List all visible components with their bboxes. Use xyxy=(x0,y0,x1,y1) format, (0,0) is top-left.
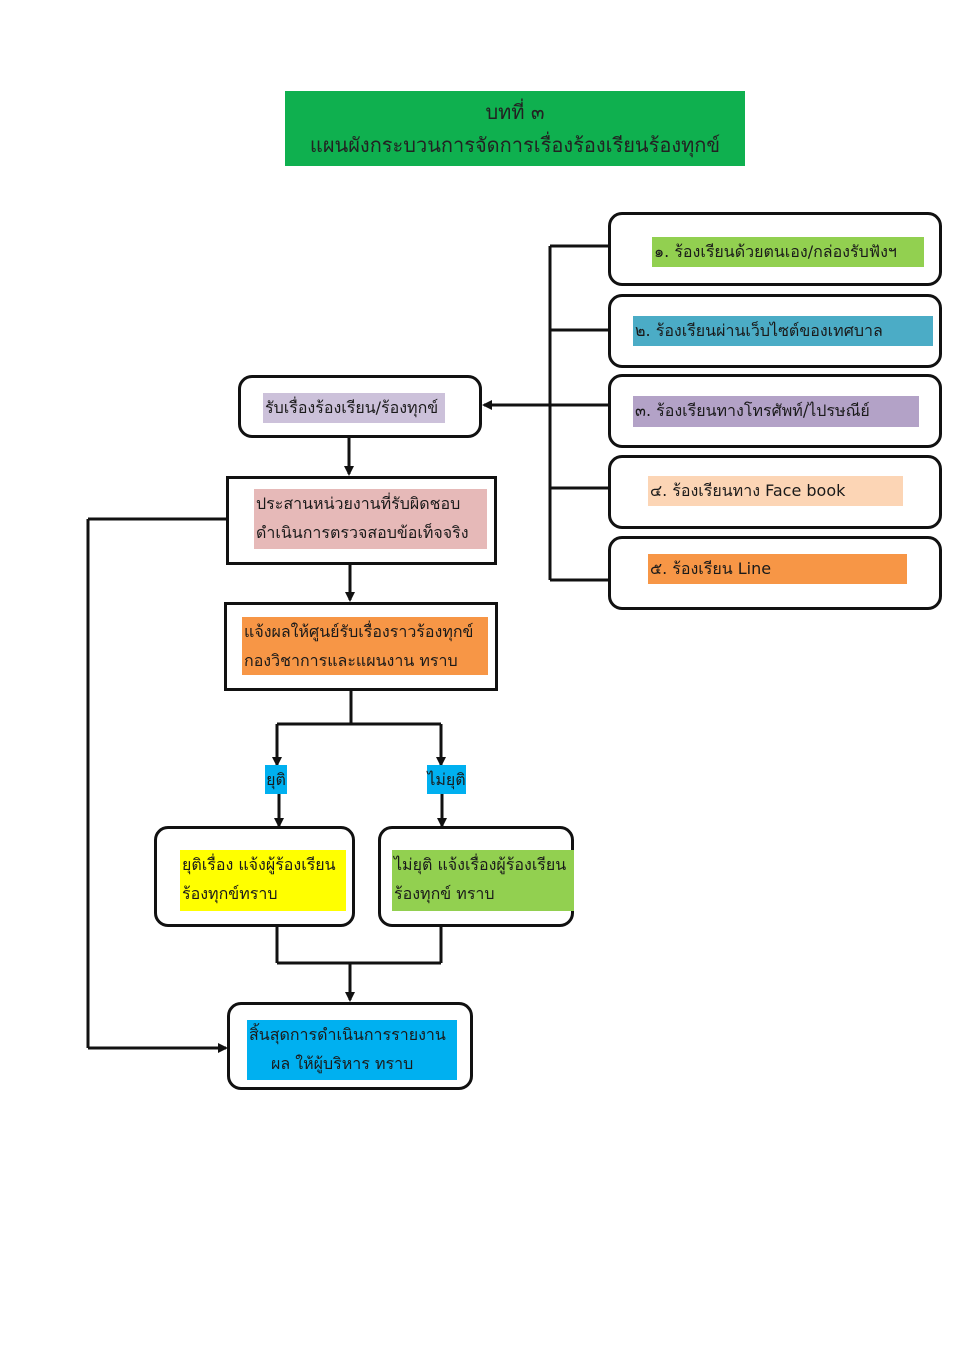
channel-box-4: ๔. ร้องเรียนทาง Face book xyxy=(608,455,942,529)
coordinate-line-1: ประสานหน่วยงานที่รับผิดชอบ xyxy=(256,494,461,513)
branch-label-resolved: ยุติ xyxy=(265,765,287,794)
channel-label-2: ๒. ร้องเรียนผ่านเว็บไซต์ของเทศบาล xyxy=(633,316,933,346)
channel-box-3: ๓. ร้องเรียนทางโทรศัพท์/ไปรษณีย์ xyxy=(608,374,942,448)
channel-label-5: ๕. ร้องเรียน Line xyxy=(648,554,907,584)
notify-center-box: แจ้งผลให้ศูนย์รับเรื่องราวร้องทุกข์ กองว… xyxy=(224,602,498,691)
resolved-line-2: ร้องทุกข์ทราบ xyxy=(182,884,278,903)
resolved-notify-box: ยุติเรื่อง แจ้งผู้ร้องเรียน ร้องทุกข์ทรา… xyxy=(154,826,355,927)
unresolved-line-1: ไม่ยุติ แจ้งเรื่องผู้ร้องเรียน xyxy=(394,855,567,874)
chart-title: แผนผังกระบวนการจัดการเรื่องร้องเรียนร้อง… xyxy=(309,132,721,157)
resolved-notify-label: ยุติเรื่อง แจ้งผู้ร้องเรียน ร้องทุกข์ทรา… xyxy=(180,850,346,911)
channel-box-1: ๑. ร้องเรียนด้วยตนเอง/กล่องรับฟังฯ xyxy=(608,212,942,286)
chapter-number: บทที่ ๓ xyxy=(485,99,545,124)
notify-center-label: แจ้งผลให้ศูนย์รับเรื่องราวร้องทุกข์ กองว… xyxy=(242,617,488,675)
channel-box-5: ๕. ร้องเรียน Line xyxy=(608,536,942,610)
receive-complaint-box: รับเรื่องร้องเรียน/ร้องทุกข์ xyxy=(238,375,482,438)
receive-complaint-label: รับเรื่องร้องเรียน/ร้องทุกข์ xyxy=(263,393,445,423)
notify-line-2: กองวิชาการและแผนงาน ทราบ xyxy=(244,651,458,670)
coordinate-agency-label: ประสานหน่วยงานที่รับผิดชอบ ดำเนินการตรวจ… xyxy=(254,489,487,549)
end-line-1: สิ้นสุดการดำเนินการรายงาน xyxy=(249,1025,446,1044)
coordinate-agency-box: ประสานหน่วยงานที่รับผิดชอบ ดำเนินการตรวจ… xyxy=(226,476,497,565)
channel-box-2: ๒. ร้องเรียนผ่านเว็บไซต์ของเทศบาล xyxy=(608,294,942,368)
unresolved-line-2: ร้องทุกข์ ทราบ xyxy=(394,884,495,903)
channel-label-1: ๑. ร้องเรียนด้วยตนเอง/กล่องรับฟังฯ xyxy=(652,237,924,267)
branch-label-unresolved: ไม่ยุติ xyxy=(427,765,466,794)
notify-line-1: แจ้งผลให้ศูนย์รับเรื่องราวร้องทุกข์ xyxy=(244,622,474,641)
end-line-2: ผล ให้ผู้บริหาร ทราบ xyxy=(271,1054,414,1073)
end-report-label: สิ้นสุดการดำเนินการรายงาน ผล ให้ผู้บริหา… xyxy=(247,1020,457,1080)
end-report-box: สิ้นสุดการดำเนินการรายงาน ผล ให้ผู้บริหา… xyxy=(227,1002,473,1090)
unresolved-notify-label: ไม่ยุติ แจ้งเรื่องผู้ร้องเรียน ร้องทุกข์… xyxy=(392,850,574,911)
chapter-title-box: บทที่ ๓ แผนผังกระบวนการจัดการเรื่องร้องเ… xyxy=(285,91,745,166)
resolved-line-1: ยุติเรื่อง แจ้งผู้ร้องเรียน xyxy=(182,855,336,874)
channel-label-4: ๔. ร้องเรียนทาง Face book xyxy=(648,476,903,506)
coordinate-line-2: ดำเนินการตรวจสอบข้อเท็จจริง xyxy=(256,523,469,542)
unresolved-notify-box: ไม่ยุติ แจ้งเรื่องผู้ร้องเรียน ร้องทุกข์… xyxy=(378,826,574,927)
channel-label-3: ๓. ร้องเรียนทางโทรศัพท์/ไปรษณีย์ xyxy=(633,396,919,427)
